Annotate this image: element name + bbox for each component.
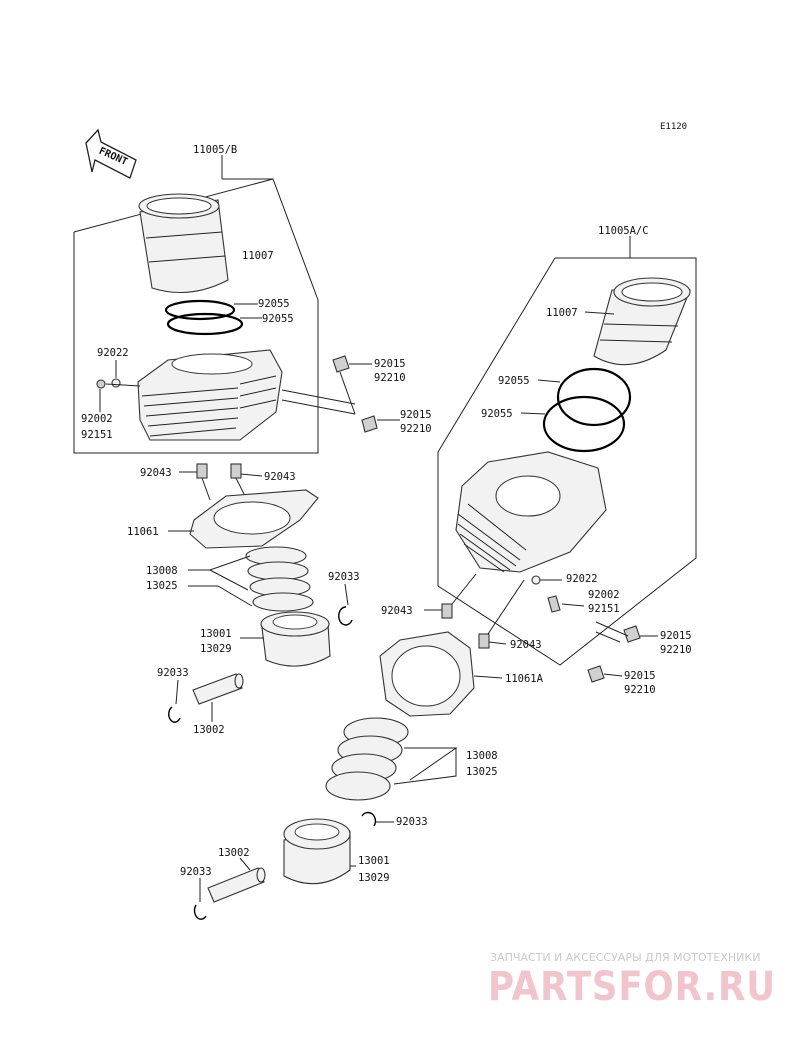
label-13029-right: 13029 bbox=[358, 872, 390, 884]
label-13001-left: 13001 bbox=[200, 628, 232, 640]
right-assembly-bracket bbox=[437, 236, 697, 666]
label-92210-right-a: 92210 bbox=[660, 644, 692, 656]
label-11061-left: 11061 bbox=[127, 526, 159, 538]
piston-pin-right bbox=[207, 867, 266, 903]
nut-92015-right-a bbox=[623, 625, 641, 643]
bolt-92002-right bbox=[547, 595, 561, 613]
cylinder-block-right bbox=[455, 451, 607, 573]
label-92002-right: 92002 bbox=[588, 589, 620, 601]
nut-92015-left-a bbox=[332, 355, 372, 373]
label-92033-right-1: 92033 bbox=[396, 816, 428, 828]
label-11005a-c: 11005A/C bbox=[598, 225, 649, 237]
head-gasket-right bbox=[379, 631, 475, 717]
label-13029-left: 13029 bbox=[200, 643, 232, 655]
o-ring-right-2 bbox=[542, 395, 626, 453]
left-assembly-bracket bbox=[73, 155, 319, 454]
label-92055-left-1: 92055 bbox=[258, 298, 290, 310]
dowel-right-2 bbox=[478, 633, 490, 649]
label-92022-right: 92022 bbox=[566, 573, 598, 585]
label-11005-b: 11005/B bbox=[193, 144, 237, 156]
label-92210-right-b: 92210 bbox=[624, 684, 656, 696]
label-92015-right-a: 92015 bbox=[660, 630, 692, 642]
front-arrow-icon: FRONT bbox=[85, 128, 137, 179]
head-gasket-left bbox=[189, 489, 319, 549]
cylinder-sleeve-left bbox=[138, 193, 229, 293]
o-ring-left-2 bbox=[166, 312, 244, 336]
label-11061a-right: 11061A bbox=[505, 673, 544, 685]
piston-rings-right bbox=[325, 717, 409, 801]
label-92033-left-1: 92033 bbox=[328, 571, 360, 583]
label-92043-left-1: 92043 bbox=[140, 467, 172, 479]
nut-92015-right-b bbox=[587, 665, 605, 683]
circlip-left-1 bbox=[338, 606, 353, 626]
label-11007-right: 11007 bbox=[546, 307, 578, 319]
cylinder-block-left bbox=[137, 349, 283, 441]
o-ring-right-1 bbox=[556, 367, 632, 427]
piston-pin-left bbox=[192, 673, 244, 705]
piston-left bbox=[260, 611, 331, 667]
label-13008-left: 13008 bbox=[146, 565, 178, 577]
washer-92022-left bbox=[111, 378, 121, 388]
label-13025-left: 13025 bbox=[146, 580, 178, 592]
dowel-right-1 bbox=[441, 603, 453, 619]
label-92015-left-b: 92015 bbox=[400, 409, 432, 421]
label-92055-right-2: 92055 bbox=[481, 408, 513, 420]
circlip-right-2 bbox=[193, 904, 207, 920]
piston-right bbox=[283, 818, 351, 885]
label-13001-right: 13001 bbox=[358, 855, 390, 867]
circlip-left-2 bbox=[168, 706, 181, 723]
o-ring-left-1 bbox=[164, 299, 236, 321]
label-92022-left: 92022 bbox=[97, 347, 129, 359]
label-92055-left-2: 92055 bbox=[262, 313, 294, 325]
label-92043-right-2: 92043 bbox=[510, 639, 542, 651]
label-92033-left-2: 92033 bbox=[157, 667, 189, 679]
washer-92022-right bbox=[531, 575, 541, 585]
diagram-code: E1120 bbox=[660, 122, 687, 132]
label-92015-right-b: 92015 bbox=[624, 670, 656, 682]
watermark-logo: PARTSFOR.RU bbox=[488, 964, 776, 1010]
dowel-left-1 bbox=[196, 463, 208, 479]
label-13025-right: 13025 bbox=[466, 766, 498, 778]
label-92015-left-a: 92015 bbox=[374, 358, 406, 370]
nut-92015-left-b bbox=[361, 415, 400, 433]
dowel-left-2 bbox=[230, 463, 242, 479]
label-92033-right-2: 92033 bbox=[180, 866, 212, 878]
bolt-92002-left bbox=[96, 379, 106, 389]
watermark-tagline: ЗАПЧАСТИ И АКСЕССУАРЫ ДЛЯ МОТОТЕХНИКИ bbox=[490, 951, 760, 964]
label-13002-right: 13002 bbox=[218, 847, 250, 859]
cylinder-sleeve-right bbox=[593, 277, 691, 366]
label-92002-left: 92002 bbox=[81, 413, 113, 425]
label-92055-right-1: 92055 bbox=[498, 375, 530, 387]
circlip-right-1 bbox=[361, 811, 377, 827]
label-13002-left: 13002 bbox=[193, 724, 225, 736]
label-11007-left: 11007 bbox=[242, 250, 274, 262]
piston-rings-left bbox=[245, 546, 314, 612]
label-92151-right: 92151 bbox=[588, 603, 620, 615]
label-92210-left-b: 92210 bbox=[400, 423, 432, 435]
label-92043-right-1: 92043 bbox=[381, 605, 413, 617]
label-13008-right: 13008 bbox=[466, 750, 498, 762]
label-92151-left: 92151 bbox=[81, 429, 113, 441]
label-92043-left-2: 92043 bbox=[264, 471, 296, 483]
label-92210-left-a: 92210 bbox=[374, 372, 406, 384]
